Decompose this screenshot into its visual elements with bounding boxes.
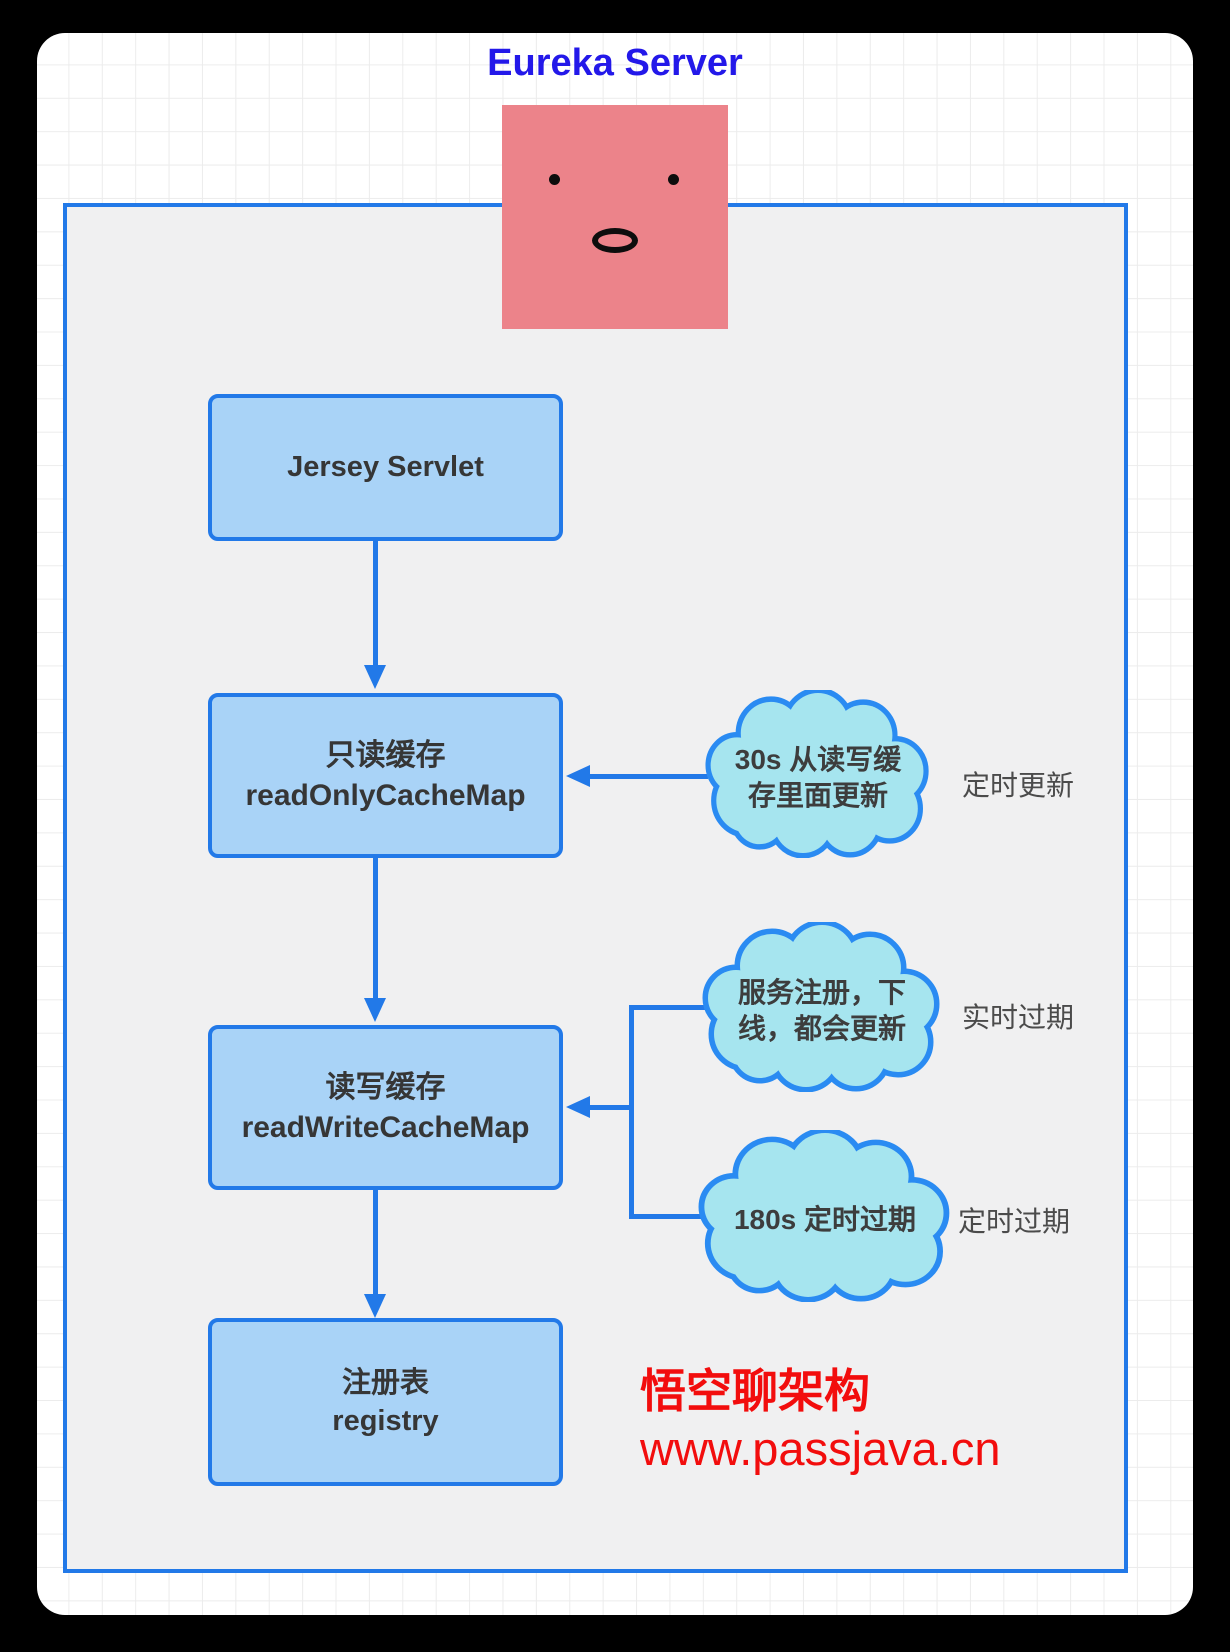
arrow-clouds-to-readwrite-line xyxy=(588,1105,633,1110)
node-registry: 注册表 registry xyxy=(208,1318,563,1486)
watermark-url: www.passjava.cn xyxy=(640,1422,1001,1475)
arrow-readwrite-to-registry-line xyxy=(373,1190,378,1296)
node-sublabel: readOnlyCacheMap xyxy=(245,778,526,812)
node-label: 只读缓存 xyxy=(325,738,446,772)
cloud-180s-expire: 180s 定时过期 xyxy=(698,1130,952,1302)
cloud-30s-refresh: 30s 从读写缓 存里面更新 xyxy=(705,690,931,858)
cloud-text: 存里面更新 xyxy=(747,780,888,811)
arrow-jersey-to-readonly-line xyxy=(373,541,378,667)
label-timed-update: 定时更新 xyxy=(962,770,1075,801)
eye-left-icon xyxy=(549,174,560,185)
cloud-service-register-update: 服务注册，下 线，都会更新 xyxy=(702,922,942,1092)
connector-cloud3-line xyxy=(631,1214,703,1219)
connector-clouds-vertical-line xyxy=(629,1005,634,1219)
arrow-readonly-to-readwrite-head xyxy=(364,998,386,1022)
node-label: 读写缓存 xyxy=(325,1070,446,1104)
arrow-cloud1-to-readonly-head xyxy=(566,765,590,787)
node-jersey-servlet: Jersey Servlet xyxy=(208,394,563,541)
mouth-icon xyxy=(592,228,638,253)
arrow-clouds-to-readwrite-head xyxy=(566,1096,590,1118)
eye-right-icon xyxy=(668,174,679,185)
cloud-text: 线，都会更新 xyxy=(737,1013,906,1044)
node-read-only-cache-map: 只读缓存 readOnlyCacheMap xyxy=(208,693,563,858)
node-label: Jersey Servlet xyxy=(287,451,484,484)
cloud-text: 服务注册，下 xyxy=(737,976,906,1008)
connector-cloud2-line xyxy=(631,1005,707,1010)
cloud-text: 30s 从读写缓 xyxy=(734,743,902,775)
diagram-title: Eureka Server xyxy=(487,42,743,84)
node-label: 注册表 xyxy=(341,1366,429,1399)
arrow-cloud1-to-readonly-line xyxy=(588,774,708,779)
watermark: 悟空聊架构 www.passjava.cn xyxy=(640,1362,1001,1478)
node-read-write-cache-map: 读写缓存 readWriteCacheMap xyxy=(208,1025,563,1190)
watermark-name: 悟空聊架构 xyxy=(640,1365,870,1417)
node-sublabel: registry xyxy=(332,1405,439,1437)
server-face-icon xyxy=(502,105,728,329)
cloud-text: 180s 定时过期 xyxy=(733,1203,917,1235)
arrow-jersey-to-readonly-head xyxy=(364,665,386,689)
arrow-readwrite-to-registry-head xyxy=(364,1294,386,1318)
arrow-readonly-to-readwrite-line xyxy=(373,858,378,1000)
label-realtime-expire: 实时过期 xyxy=(962,1002,1075,1033)
label-timed-expire: 定时过期 xyxy=(958,1206,1071,1237)
node-sublabel: readWriteCacheMap xyxy=(241,1110,530,1144)
